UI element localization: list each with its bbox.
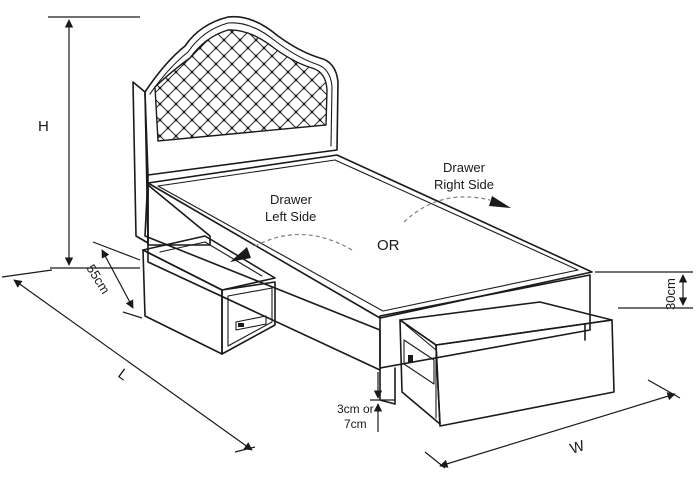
left-drawer-arrowhead [230, 247, 251, 262]
drawer-right-label-1: Drawer [443, 160, 486, 175]
height-dimension [48, 16, 140, 269]
floor-gap-label-2: 7cm [344, 417, 367, 431]
height-label: H [38, 118, 49, 135]
headboard [132, 15, 339, 244]
drawer-height-dimension [595, 271, 693, 309]
length-label: L [115, 365, 132, 384]
bed-base [144, 154, 593, 405]
floor-gap-label-1: 3cm or [337, 402, 374, 416]
left-drawer-motion-arc [251, 233, 353, 251]
length-dimension [1, 269, 256, 453]
width-dimension [424, 379, 681, 469]
drawer-left-label-2: Left Side [265, 209, 316, 224]
drawer-height-label: 30cm [663, 278, 678, 310]
width-label: W [568, 437, 588, 458]
right-drawer [399, 301, 615, 427]
floor-gap-dimension [370, 372, 395, 432]
or-label: OR [377, 237, 400, 254]
drawer-left-label-1: Drawer [270, 192, 313, 207]
drawer-depth-label: 55cm [83, 262, 113, 297]
tufted-panel [154, 29, 328, 142]
left-drawer [142, 235, 276, 355]
drawer-right-label-2: Right Side [434, 177, 494, 192]
right-drawer-motion-arc [403, 196, 491, 223]
right-drawer-arrowhead [489, 196, 511, 208]
